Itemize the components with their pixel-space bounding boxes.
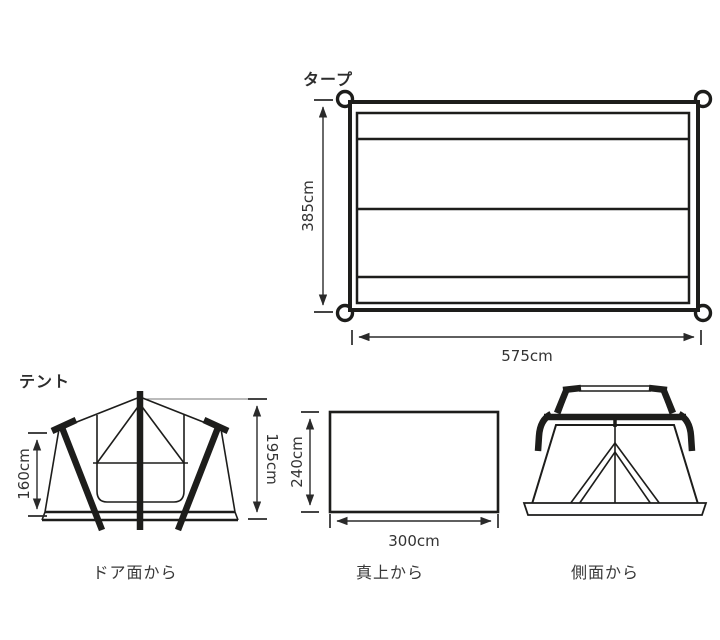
- right-leg-pole: [174, 423, 223, 532]
- tent-wall-height-dimension: 160cm: [15, 432, 47, 517]
- tent-depth-label: 240cm: [288, 436, 306, 488]
- tarp-plan-diagram: 385cm 575cm: [299, 89, 713, 365]
- left-corner-hook: [534, 411, 553, 452]
- tent-side-ground-band: [522, 502, 708, 516]
- tarp-height-dimension: 385cm: [299, 99, 333, 313]
- tarp-width-label: 575cm: [501, 347, 553, 365]
- right-corner-hook: [677, 411, 696, 452]
- tent-side-view-caption: 側面から: [570, 563, 639, 582]
- tent-front-view-caption: ドア面から: [92, 563, 178, 582]
- left-leg-pole: [57, 423, 106, 532]
- tent-wall-height-label: 160cm: [15, 448, 33, 500]
- tent-side-frame: [534, 384, 696, 452]
- tent-width-label: 300cm: [388, 532, 440, 550]
- tent-front-poles: [50, 391, 230, 532]
- tent-top-view-diagram: 240cm 300cm: [288, 410, 500, 550]
- tent-footprint: [328, 410, 500, 514]
- tent-side-view-diagram: [522, 384, 708, 516]
- tent-depth-dimension: 240cm: [288, 411, 319, 513]
- tarp-outline: [348, 100, 700, 312]
- left-pole-tip: [50, 417, 78, 434]
- tent-top-view-caption: 真上から: [355, 563, 424, 582]
- handle-right-side: [660, 389, 677, 415]
- tent-section-title: テント: [19, 372, 71, 391]
- tent-side-door-triangle: [569, 441, 661, 505]
- tent-width-dimension: 300cm: [329, 514, 499, 550]
- tarp-section-title: タープ: [303, 70, 354, 89]
- tarp-width-dimension: 575cm: [351, 330, 702, 365]
- handle-left-cap: [562, 384, 582, 394]
- handle-left-side: [553, 389, 570, 415]
- tent-total-height-dimension: 195cm: [248, 398, 281, 520]
- tent-front-view-diagram: 160cm 195cm: [15, 391, 281, 532]
- handle-right-cap: [648, 384, 668, 394]
- tarp-height-label: 385cm: [299, 180, 317, 232]
- right-pole-tip: [202, 417, 230, 434]
- tent-total-height-label: 195cm: [263, 433, 281, 485]
